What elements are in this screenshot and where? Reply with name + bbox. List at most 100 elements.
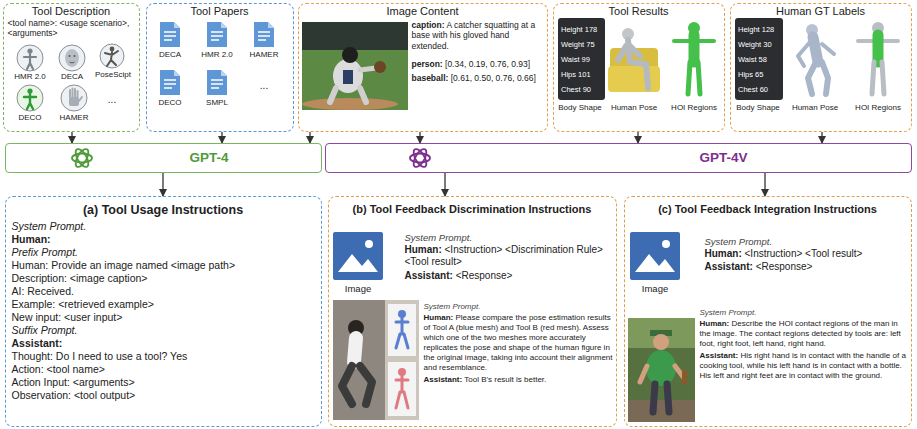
text-column: (a) Tool Usage Instructions — [9, 203, 318, 219]
hoi-result — [688, 62, 700, 94]
text-prefix: Assistant: — [405, 270, 453, 281]
text-prefix: baseball: — [412, 73, 449, 83]
tool-icon-deca — [59, 45, 85, 71]
connector-arrow — [309, 132, 310, 143]
text-column: System Prompt.Human:Prefix Prompt.Human:… — [12, 220, 317, 402]
text-column: System Prompt.Human: <Instruction> <Tool… — [705, 236, 908, 274]
tool-label: DECA — [159, 50, 181, 60]
text-column: System Prompt.Human: <Instruction> <Disc… — [405, 232, 612, 283]
openai-logo — [411, 147, 429, 169]
node-text: Height 128 — [738, 22, 782, 37]
node-text: Description: <image caption> — [12, 272, 317, 285]
catcher-photo — [342, 47, 358, 63]
text-column: GPT-4V — [700, 149, 820, 166]
hoi-photo — [646, 350, 676, 386]
comparison-photo — [333, 300, 419, 420]
text-column: Tool Papers — [146, 5, 294, 19]
paper-icons — [160, 22, 180, 47]
connector-arrow — [444, 173, 445, 196]
node-text: Chest 60 — [738, 82, 782, 97]
paper-icons — [254, 22, 274, 47]
openai-logo — [73, 147, 91, 169]
node-text: Example: <retrieved example> — [12, 298, 317, 311]
pose-gt — [798, 24, 834, 94]
node-text: Waist 99 — [561, 52, 604, 67]
tool-icon-hamer — [70, 89, 82, 102]
tool-label: ... — [108, 94, 116, 106]
node-text: System Prompt. — [424, 302, 613, 312]
tool-label: PoseScipt — [95, 70, 131, 80]
catcher-photo — [330, 88, 366, 102]
paper-icons — [160, 70, 180, 95]
integration-panel: (c) Tool Feedback Integration Instructio… — [624, 196, 912, 427]
catcher-photo — [374, 61, 386, 73]
node-text: System Prompt. — [705, 236, 908, 248]
image-icon — [630, 232, 680, 280]
node-text: Human: Provide an image named <image pat… — [12, 259, 317, 272]
text-prefix: Assistant: — [705, 261, 753, 272]
node-text: AI: Received. — [12, 285, 317, 298]
pose-result — [608, 28, 660, 92]
node-text: Chest 90 — [561, 82, 604, 97]
comparison-photo — [396, 376, 408, 408]
body-shape-card: Height 128Weight 30Waist 58Hips 65Chest … — [735, 18, 783, 100]
text-prefix: Assistant: — [424, 375, 463, 384]
tool-icon-hmr — [17, 45, 43, 71]
node-text: GPT-4V — [700, 149, 820, 166]
openai-logo — [72, 147, 92, 169]
node-text: Action Input: <arguments> — [12, 376, 317, 389]
panel-title: Image Content — [298, 5, 548, 19]
hoi-photo — [628, 400, 695, 422]
image-icon — [630, 232, 680, 280]
text-prefix: person: — [412, 59, 443, 69]
tool-label: Human Pose — [792, 103, 838, 113]
image-icon — [662, 240, 670, 248]
pose-result — [608, 66, 660, 92]
tool-description-panel: Tool Description<tool name>: <usage scen… — [3, 3, 140, 132]
tool-icon-hmr — [27, 48, 32, 53]
node-text: Height 178 — [561, 22, 604, 37]
node-text: Prefix Prompt. — [12, 246, 317, 259]
node-text: Weight 75 — [561, 37, 604, 52]
tool-label: HMR 2.0 — [201, 50, 233, 60]
comparison-photo — [354, 338, 356, 362]
text-column: (b) Tool Feedback Discrimination Instruc… — [332, 203, 613, 217]
catcher-photo — [302, 98, 398, 110]
paper-icons — [174, 22, 180, 28]
node-text: Assistant: <Response> — [405, 270, 612, 283]
hoi-photo — [628, 318, 695, 422]
hoi-photo — [653, 384, 669, 412]
paper-icons — [174, 70, 180, 76]
text-prefix: Assistant: — [700, 351, 739, 360]
comparison-photo — [388, 304, 416, 356]
tool-label: Image — [345, 283, 371, 294]
text-column: System Prompt.Human: Describe the HOI co… — [700, 308, 908, 381]
tool-icon-deca — [59, 45, 85, 71]
node-text: System Prompt. — [700, 308, 908, 318]
tool-usage-panel: (a) Tool Usage InstructionsSystem Prompt… — [5, 196, 322, 427]
text-prefix: Human: — [700, 319, 730, 328]
tool-label: SMPL — [206, 98, 228, 108]
node-text: Hips 65 — [738, 67, 782, 82]
tool-icon-deca — [70, 62, 75, 63]
tool-label: Human Pose — [611, 103, 657, 113]
human-gt-panel: Human GT LabelsHeight 128Weight 30Waist … — [730, 3, 912, 132]
node-text: Human: <Instruction> <Discrimination Rul… — [405, 244, 612, 269]
hoi-photo — [682, 370, 687, 384]
connector-arrow — [71, 132, 72, 143]
text-column: System Prompt.Human: Please compare the … — [424, 302, 613, 385]
text-prefix: Human: — [705, 248, 742, 259]
node-text: Human: <Instruction> <Tool result> — [705, 248, 908, 261]
text-prefix: Human: — [424, 313, 454, 322]
tool-label: Body Shape — [558, 103, 602, 113]
panel-title: Human GT Labels — [730, 5, 912, 19]
pose-gt — [813, 37, 818, 62]
tool-label: Body Shape — [736, 103, 780, 113]
image-icon — [333, 232, 383, 280]
gpt4v-bar: GPT-4V — [325, 143, 912, 173]
connector-arrow — [419, 132, 420, 143]
text-column: (c) Tool Feedback Integration Instructio… — [628, 203, 908, 217]
catcher-photo — [302, 22, 408, 110]
tool-label: ... — [260, 80, 268, 92]
